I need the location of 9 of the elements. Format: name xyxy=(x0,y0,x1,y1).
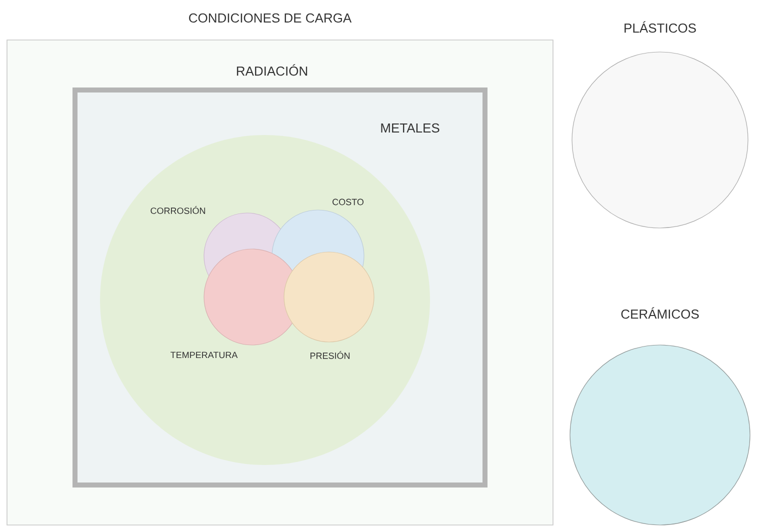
node-label: PLÁSTICOS xyxy=(624,21,696,33)
node-label: CONDICIONES DE CARGA xyxy=(189,13,352,23)
node-label: RADIACIÓN xyxy=(236,64,308,76)
node-label: COSTO xyxy=(332,198,364,206)
node-label: CERÁMICOS xyxy=(621,307,699,319)
node-label: CORROSIÓN xyxy=(150,206,206,214)
node-label: METALES xyxy=(381,123,440,133)
node-label: TEMPERATURA xyxy=(170,352,238,358)
node-label: PRESIÓN xyxy=(310,351,350,359)
